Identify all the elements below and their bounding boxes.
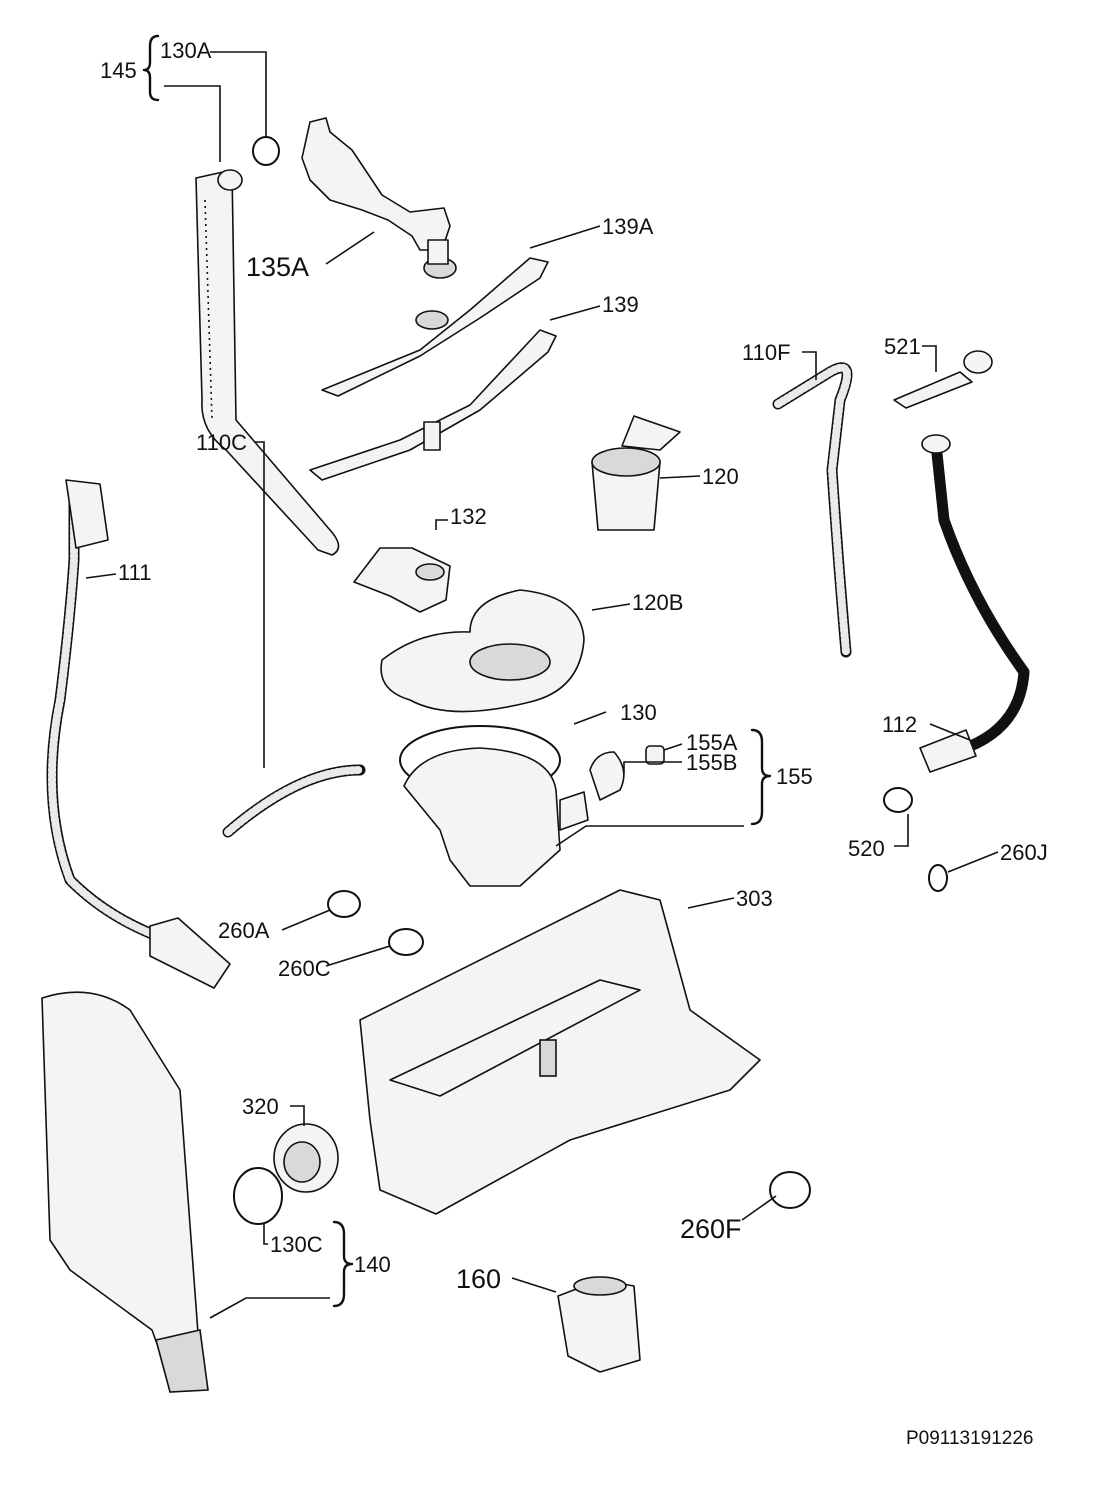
label-520: 520 — [848, 836, 885, 861]
label-145: 145 — [100, 58, 137, 83]
label-139: 139 — [602, 292, 639, 317]
inlet-hose-part — [46, 479, 231, 989]
label-155b: 155B — [686, 750, 737, 775]
brace-155 — [750, 728, 772, 826]
label-260j: 260J — [1000, 840, 1048, 865]
drain-hose-part — [919, 434, 1030, 773]
sump-housing-part — [403, 747, 589, 887]
spray-arm-holder-part — [301, 117, 457, 279]
valve-part — [353, 547, 451, 613]
lower-spray-arm-part — [309, 329, 557, 481]
sump-cover-part — [589, 745, 665, 801]
small-hose-part — [772, 362, 853, 658]
upper-spray-arm-part — [321, 257, 549, 397]
label-260c: 260C — [278, 956, 331, 981]
small-clamp-part — [928, 864, 948, 892]
filter-part — [591, 415, 681, 531]
brace-140 — [332, 1220, 354, 1308]
short-hose-part — [222, 764, 366, 838]
label-120b: 120B — [632, 590, 683, 615]
label-139a: 139A — [602, 214, 654, 239]
label-260a: 260A — [218, 918, 270, 943]
label-155: 155 — [776, 764, 813, 789]
cap-part — [893, 350, 993, 409]
label-303: 303 — [736, 886, 773, 911]
brace-145 — [142, 34, 160, 102]
label-160: 160 — [456, 1264, 501, 1294]
base-frame-part — [359, 889, 761, 1215]
pump-part — [557, 1276, 641, 1373]
label-130: 130 — [620, 700, 657, 725]
upper-arm-hub — [415, 310, 449, 330]
label-135a: 135A — [246, 252, 309, 282]
o-ring-part — [252, 136, 280, 166]
label-155a: 155A — [686, 730, 738, 755]
seal-part — [273, 1123, 339, 1193]
seal-ring-part — [233, 1167, 283, 1225]
label-110c: 110C — [196, 430, 247, 455]
supply-pipe-part — [195, 169, 340, 556]
label-120: 120 — [702, 464, 739, 489]
lower-arm-hub — [423, 421, 441, 451]
label-112: 112 — [882, 712, 917, 737]
label-132: 132 — [450, 504, 487, 529]
clamp-f-part — [769, 1171, 811, 1209]
label-111: 111 — [118, 560, 151, 585]
label-260f: 260F — [680, 1214, 742, 1244]
leader-lines — [85, 51, 999, 1319]
hose-clip-part — [883, 787, 913, 813]
label-130a: 130A — [160, 38, 212, 63]
label-110f: 110F — [742, 340, 791, 365]
side-panel-part — [41, 991, 209, 1393]
label-140: 140 — [354, 1252, 391, 1277]
label-130c: 130C — [270, 1232, 323, 1257]
clamp-a-part — [327, 890, 361, 918]
document-code: P09113191226 — [906, 1428, 1034, 1449]
clamp-c-part — [388, 928, 424, 956]
label-320: 320 — [242, 1094, 279, 1119]
micro-filter-hole — [469, 643, 551, 681]
label-521: 521 — [884, 334, 921, 359]
